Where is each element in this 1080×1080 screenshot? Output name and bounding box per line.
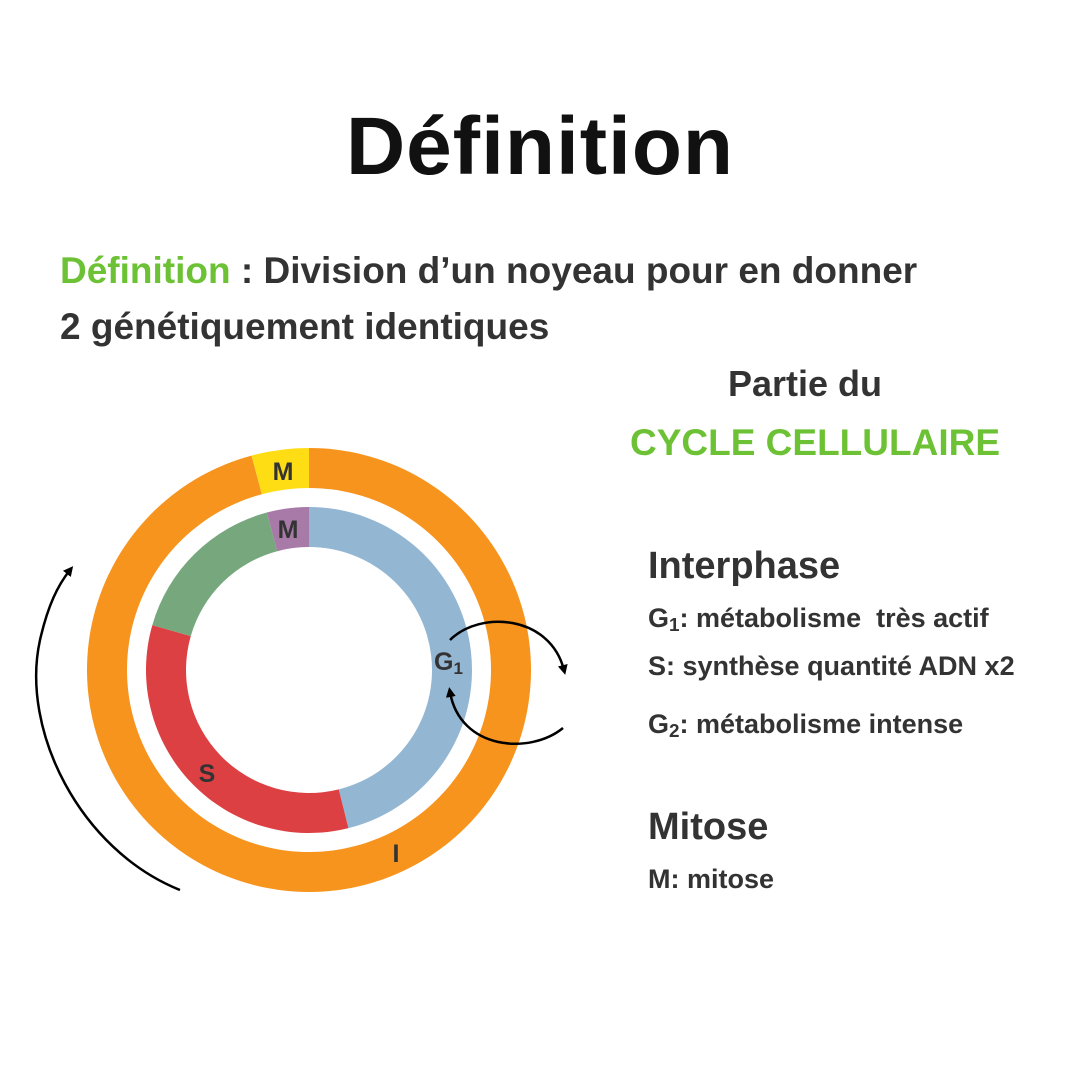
g1-sub: 1 [453,659,462,678]
inner-ring-segment-g2 [152,512,278,637]
item-prefix: M [648,864,671,894]
item-prefix: G [648,709,670,739]
inner-label-s: S [199,760,216,788]
item-text: : synthèse quantité ADN x2 [666,651,1015,681]
inner-ring-segment-g [309,507,473,829]
inner-ring-segment-s [145,625,349,833]
item-sub: 2 [669,720,680,742]
item-text: : métabolisme intense [679,709,964,739]
outer-label-i: I [393,840,400,868]
item-text: : mitose [670,864,775,894]
outer-label-m: M [273,458,294,486]
inner-label-g1: G1 [434,648,463,678]
item-sub: 1 [669,614,680,636]
interphase-item-g1: G1: métabolisme très actif [648,603,989,637]
mitose-heading: Mitose [648,806,769,848]
mitose-item-m: M: mitose [648,864,774,895]
outer-ring-segment-m [251,448,309,495]
g1-loop-arrow-bottom [445,687,564,745]
item-text: : métabolisme très actif [679,603,989,633]
item-prefix: S [648,651,667,681]
inner-label-m: M [278,516,299,544]
cycle-heading-line1: Partie du [727,363,883,404]
definition-text: Définition : Division d’un noyeau pour e… [60,243,1060,355]
page-title: Définition [345,101,735,192]
definition-line1: : Division d’un noyeau pour en donner [230,250,918,291]
interphase-item-s: S: synthèse quantité ADN x2 [648,651,1015,682]
item-prefix: G [648,603,670,633]
g1-letter: G [434,648,453,676]
interphase-item-g2: G2: métabolisme intense [648,709,963,743]
cycle-heading-line2: CYCLE CELLULAIRE [630,422,1000,463]
inner-ring-segment-m [266,507,309,552]
definition-line2: 2 génétiquement identiques [60,306,550,347]
g1-loop-arrow-top [449,620,568,675]
cycle-direction-arrow [35,566,181,892]
definition-label: Définition [60,250,231,291]
interphase-heading: Interphase [648,545,841,587]
